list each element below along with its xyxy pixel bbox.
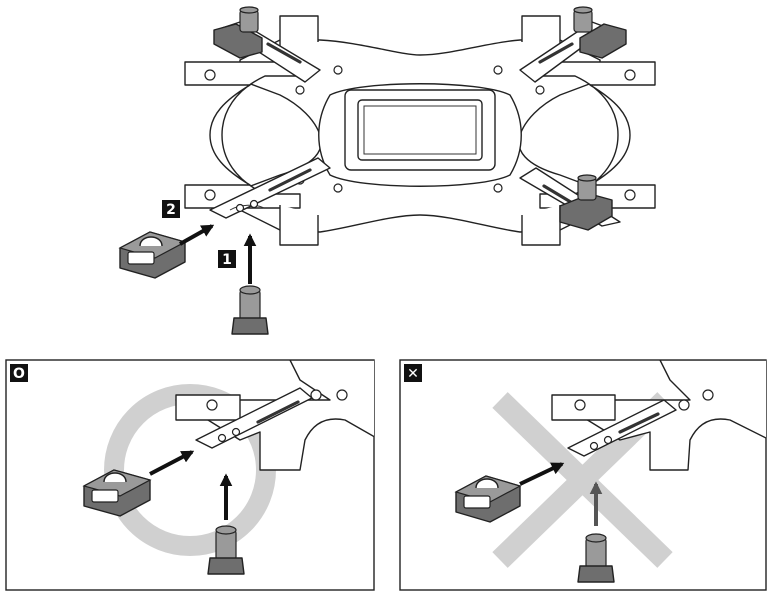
post-loose xyxy=(231,285,269,335)
mounted-post-bottom-right xyxy=(559,174,613,231)
nut-block-loose xyxy=(118,231,187,279)
step-number-2: 2 xyxy=(166,202,176,218)
panel-correct: O xyxy=(5,359,375,591)
step-number-1: 1 xyxy=(222,252,232,268)
mounted-post-top-left xyxy=(213,6,263,59)
step-badge-2: 2 xyxy=(162,200,180,218)
panel-incorrect: ✕ xyxy=(399,359,767,591)
correct-symbol-badge: O xyxy=(10,364,28,382)
step-badge-1: 1 xyxy=(218,250,236,268)
arrow-step-2 xyxy=(179,224,215,246)
incorrect-symbol-badge: ✕ xyxy=(404,364,422,382)
incorrect-symbol: ✕ xyxy=(407,366,419,382)
backplate-overview: 2 1 xyxy=(118,6,656,335)
mounted-post-top-right xyxy=(573,6,627,59)
arm-bottom-left-slider xyxy=(209,157,331,219)
correct-symbol: O xyxy=(13,366,25,382)
